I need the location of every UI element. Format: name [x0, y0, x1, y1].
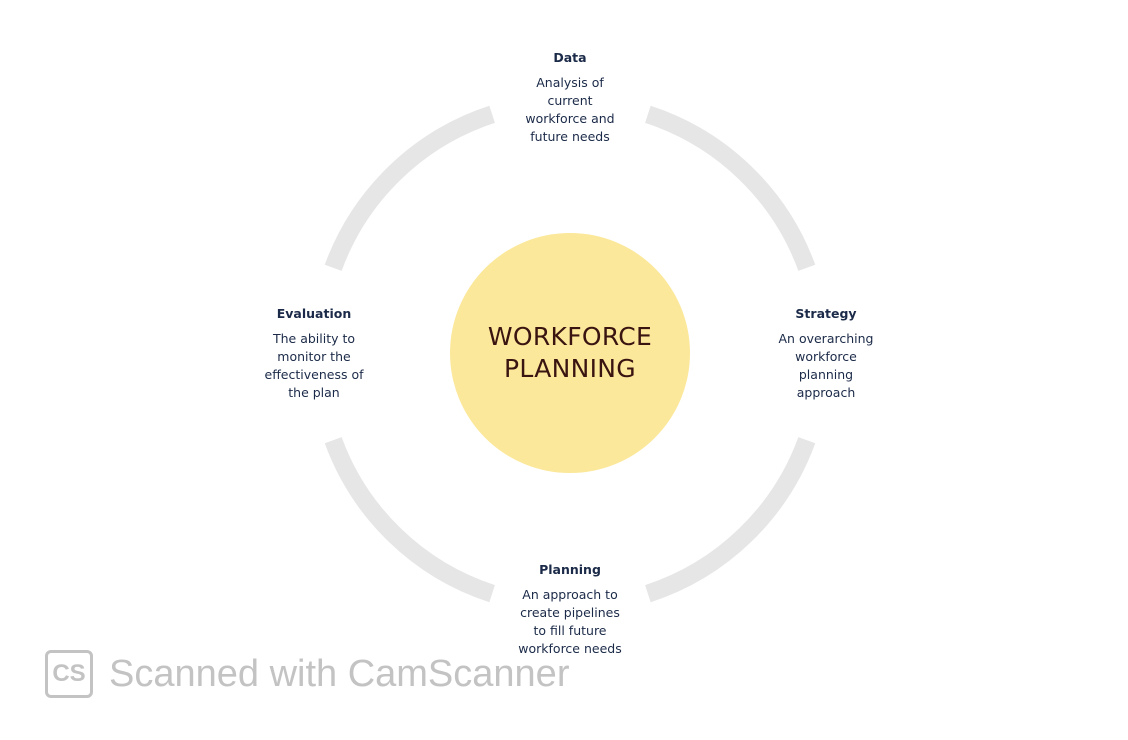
node-text: An overarching: [778, 331, 874, 346]
camscanner-logo-icon: CS: [45, 650, 93, 698]
node-text: the plan: [288, 385, 340, 400]
node-title: Evaluation: [276, 306, 352, 321]
center-circle: WORKFORCE PLANNING: [450, 233, 690, 473]
node-text: current: [547, 93, 593, 108]
watermark-text: Scanned with CamScanner: [109, 652, 570, 695]
node-strategy: Strategy An overarching workforce planning…: [741, 306, 911, 402]
camscanner-watermark: CS Scanned with CamScanner: [45, 650, 569, 698]
node-text: effectiveness of: [264, 367, 364, 382]
node-text: monitor the: [277, 349, 351, 364]
arc-evaluation-to-data: [324, 105, 495, 271]
node-text: create pipelines: [520, 605, 620, 620]
node-text: approach: [796, 385, 856, 400]
node-evaluation: Evaluation The ability to monitor the effe…: [229, 306, 399, 402]
node-title: Data: [553, 50, 587, 65]
node-text: future needs: [530, 129, 610, 144]
center-title-line2: PLANNING: [504, 354, 636, 383]
node-text: An approach to: [522, 587, 618, 602]
node-text: planning: [798, 367, 854, 382]
node-title: Planning: [539, 562, 601, 577]
node-title: Strategy: [795, 306, 857, 321]
node-text: to fill future: [533, 623, 607, 638]
node-text: workforce: [795, 349, 857, 364]
node-data: Data Analysis of current workforce and futu…: [485, 50, 655, 146]
node-text: The ability to: [272, 331, 356, 346]
node-text: Analysis of: [536, 75, 604, 90]
center-title-line1: WORKFORCE: [487, 322, 653, 351]
arc-strategy-to-planning: [645, 437, 816, 603]
node-text: workforce and: [525, 111, 615, 126]
node-planning: Planning An approach to create pipelines t…: [485, 562, 655, 658]
node-text: workforce needs: [518, 641, 622, 656]
arc-planning-to-evaluation: [324, 437, 495, 603]
arc-data-to-strategy: [645, 105, 816, 271]
